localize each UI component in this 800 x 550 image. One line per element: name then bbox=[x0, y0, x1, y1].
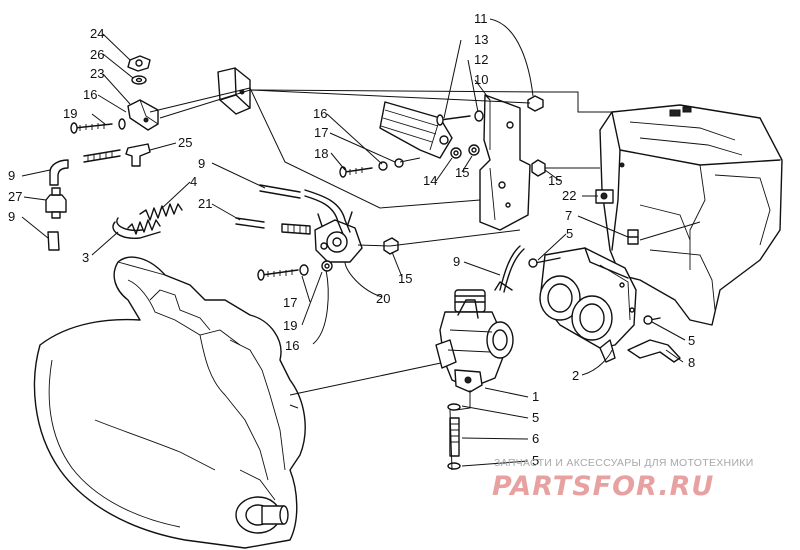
callout-14: 14 bbox=[423, 173, 437, 188]
callout-5: 5 bbox=[688, 333, 695, 348]
callout-11: 11 bbox=[474, 11, 488, 26]
carburetor-illustration bbox=[435, 281, 514, 393]
callout-17: 17 bbox=[314, 125, 328, 140]
callout-21: 21 bbox=[198, 196, 212, 211]
fuel-pump-illustration bbox=[314, 211, 363, 263]
callout-22: 22 bbox=[562, 188, 576, 203]
callout-20: 20 bbox=[376, 291, 390, 306]
callout-18: 18 bbox=[314, 146, 328, 161]
callout-13: 13 bbox=[474, 32, 488, 47]
callout-19: 19 bbox=[283, 318, 297, 333]
watermark-caption: ЗАПЧАСТИ И АКСЕССУАРЫ ДЛЯ МОТОТЕХНИКИ bbox=[494, 457, 754, 469]
callout-9: 9 bbox=[453, 254, 460, 269]
callout-24: 24 bbox=[90, 26, 104, 41]
alignment-lines bbox=[149, 87, 701, 471]
callout-16: 16 bbox=[313, 106, 327, 121]
callout-labels: 24 26 23 16 19 25 9 27 9 3 4 9 21 16 17 … bbox=[8, 11, 695, 468]
callout-16: 16 bbox=[83, 87, 97, 102]
callout-9: 9 bbox=[8, 168, 15, 183]
callout-7: 7 bbox=[565, 208, 572, 223]
small-parts bbox=[45, 55, 681, 470]
callout-12: 12 bbox=[474, 52, 488, 67]
callout-5: 5 bbox=[532, 453, 539, 468]
watermark-logo: PARTSFOR.RU bbox=[492, 471, 714, 502]
airbox-illustration bbox=[595, 104, 783, 326]
bracket-plate-illustration bbox=[479, 94, 531, 231]
callout-6: 6 bbox=[532, 431, 539, 446]
callout-2: 2 bbox=[572, 368, 579, 383]
callout-8: 8 bbox=[688, 355, 695, 370]
cable-block-illustration bbox=[379, 101, 453, 159]
callout-15: 15 bbox=[548, 173, 562, 188]
callout-15: 15 bbox=[398, 271, 412, 286]
intake-silencer-illustration bbox=[539, 247, 637, 363]
callout-9: 9 bbox=[8, 209, 15, 224]
engine-illustration bbox=[33, 256, 456, 549]
callout-27: 27 bbox=[8, 189, 22, 204]
callout-16: 16 bbox=[285, 338, 299, 353]
callout-9: 9 bbox=[198, 156, 205, 171]
callout-4: 4 bbox=[190, 174, 197, 189]
callout-23: 23 bbox=[90, 66, 104, 81]
callout-5: 5 bbox=[566, 226, 573, 241]
callout-17: 17 bbox=[283, 295, 297, 310]
leader-lines bbox=[21, 18, 686, 467]
callout-26: 26 bbox=[90, 47, 104, 62]
callout-5: 5 bbox=[532, 410, 539, 425]
callout-1: 1 bbox=[532, 389, 539, 404]
callout-25: 25 bbox=[178, 135, 192, 150]
callout-3: 3 bbox=[82, 250, 89, 265]
callout-15: 15 bbox=[455, 165, 469, 180]
junction-box-illustration bbox=[217, 67, 251, 115]
watermark: ЗАПЧАСТИ И АКСЕССУАРЫ ДЛЯ МОТОТЕХНИКИ PA… bbox=[492, 457, 754, 502]
callout-19: 19 bbox=[63, 106, 77, 121]
callout-10: 10 bbox=[474, 72, 488, 87]
